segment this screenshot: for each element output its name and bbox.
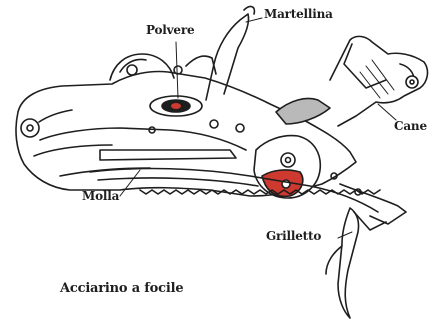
label-grilletto: Grilletto xyxy=(266,229,321,243)
trigger xyxy=(338,208,359,318)
label-molla: Molla xyxy=(82,189,119,203)
frizzen xyxy=(206,14,249,100)
leader-molla xyxy=(120,170,140,196)
spring xyxy=(100,150,236,160)
label-martellina: Martellina xyxy=(264,7,333,21)
diagram-caption: Acciarino a focile xyxy=(60,281,183,296)
label-polvere: Polvere xyxy=(146,23,194,37)
leader-cane xyxy=(378,104,396,120)
label-cane: Cane xyxy=(394,119,427,133)
leader-polvere xyxy=(176,42,178,98)
